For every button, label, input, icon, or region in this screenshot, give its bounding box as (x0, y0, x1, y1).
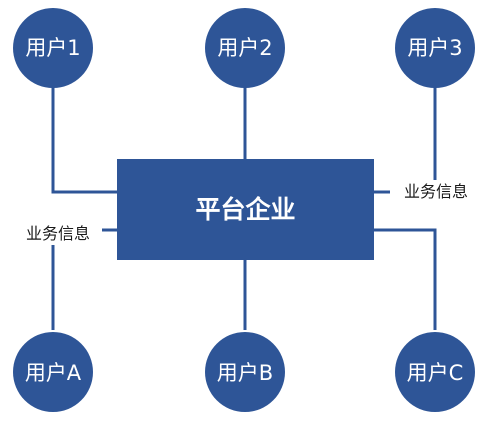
platform-node: 平台企业 (117, 159, 374, 260)
user-label: 用户2 (217, 36, 272, 60)
user-circle (205, 332, 285, 412)
edge-label-right-text: 业务信息 (404, 182, 468, 201)
user-node-c: 用户C (395, 332, 475, 412)
platform-label: 平台企业 (195, 195, 295, 224)
edge-label-left-text: 业务信息 (26, 224, 90, 243)
user-label: 用户1 (25, 36, 80, 60)
user-label: 用户A (25, 361, 82, 385)
connector-user-3 (372, 80, 437, 194)
user-circle (205, 8, 285, 88)
user-node-2: 用户2 (205, 8, 285, 88)
user-label: 用户B (217, 361, 273, 385)
user-circle (13, 332, 93, 412)
edge-label-left: 业务信息 (12, 223, 102, 245)
user-label: 用户3 (407, 36, 462, 60)
user-circle (395, 8, 475, 88)
connector-user-c (372, 228, 437, 330)
user-node-b: 用户B (205, 332, 285, 412)
user-circle (395, 332, 475, 412)
edge-label-right: 业务信息 (390, 180, 480, 202)
user-node-3: 用户3 (395, 8, 475, 88)
platform-box (117, 159, 374, 260)
user-node-a: 用户A (13, 332, 93, 412)
user-label: 用户C (407, 361, 464, 385)
user-circle (13, 8, 93, 88)
user-node-1: 用户1 (13, 8, 93, 88)
connector-user-1 (51, 80, 118, 194)
